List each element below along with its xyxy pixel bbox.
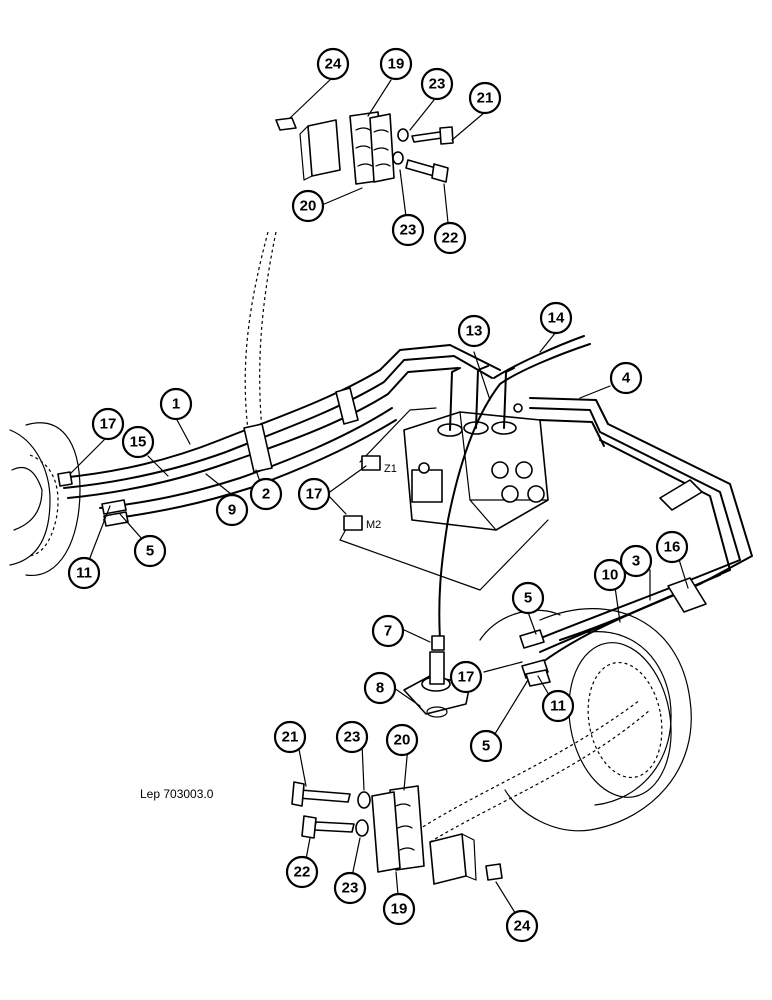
callout-number: 11 <box>76 565 92 582</box>
callout-number: 17 <box>458 669 475 686</box>
left-wheel-outline <box>9 422 81 576</box>
callout-7: 7 <box>371 614 405 648</box>
callout-number: 15 <box>130 434 147 451</box>
callout-22: 22 <box>285 855 319 889</box>
callout-24: 24 <box>316 47 350 81</box>
port-label-z1: Z1 <box>384 463 397 475</box>
callout-number: 21 <box>477 90 494 107</box>
callout-number: 7 <box>384 623 392 640</box>
bolt-22-top <box>405 159 437 177</box>
callout-number: 24 <box>325 56 342 73</box>
callout-number: 20 <box>394 732 411 749</box>
callout-17: 17 <box>449 660 483 694</box>
callout-20: 20 <box>291 189 325 223</box>
clip-part-24-top <box>275 117 297 131</box>
callout-number: 22 <box>442 230 459 247</box>
washer-23-lower <box>392 151 404 165</box>
callout-number: 17 <box>306 486 323 503</box>
washer-23-bottom-upper <box>357 791 371 809</box>
drawing-reference: Lep 703003.0 <box>140 787 214 801</box>
callout-number: 17 <box>100 416 117 433</box>
callout-19: 19 <box>379 47 413 81</box>
callout-16: 16 <box>655 530 689 564</box>
leader-lines <box>69 76 689 925</box>
leader-dash-top <box>244 231 269 431</box>
callout-number: 19 <box>391 901 408 918</box>
pipe-clamp-mid <box>335 387 359 425</box>
callout-14: 14 <box>539 301 573 335</box>
callout-3: 3 <box>619 544 653 578</box>
callout-number: 5 <box>524 590 532 607</box>
callout-5: 5 <box>511 581 545 615</box>
callout-21: 21 <box>273 720 307 754</box>
callout-1: 1 <box>159 387 193 421</box>
callout-23: 23 <box>420 67 454 101</box>
callout-23: 23 <box>333 871 367 905</box>
clip-part-24-bottom <box>485 863 503 881</box>
callout-5: 5 <box>469 729 503 763</box>
callout-number: 3 <box>632 553 640 570</box>
port-label-m2: M2 <box>366 519 381 531</box>
clamp-half-19-bottom <box>371 791 401 873</box>
pipe-clamp-2 <box>243 423 273 473</box>
callout-number: 5 <box>146 543 154 560</box>
callout-number: 21 <box>282 729 299 746</box>
callout-number: 9 <box>228 502 236 519</box>
callout-23: 23 <box>391 213 425 247</box>
bolt-22-bottom <box>313 821 355 833</box>
callout-13: 13 <box>457 314 491 348</box>
callout-15: 15 <box>121 425 155 459</box>
callout-number: 23 <box>400 222 417 239</box>
washer-23-bottom-lower <box>355 819 369 837</box>
callout-9: 9 <box>215 493 249 527</box>
callout-number: 11 <box>550 698 566 715</box>
callout-19: 19 <box>382 892 416 926</box>
callout-number: 24 <box>514 918 531 935</box>
callout-number: 2 <box>262 486 270 503</box>
callout-number: 16 <box>664 539 681 556</box>
callout-number: 14 <box>548 310 565 327</box>
callout-number: 20 <box>300 198 317 215</box>
callout-17: 17 <box>297 477 331 511</box>
callout-10: 10 <box>593 558 627 592</box>
callout-number: 23 <box>344 729 361 746</box>
callout-number: 22 <box>294 864 311 881</box>
callout-23: 23 <box>335 720 369 754</box>
callout-number: 4 <box>622 370 631 387</box>
callout-11: 11 <box>541 689 575 723</box>
top-clamp-assembly <box>275 111 454 185</box>
callout-number: 10 <box>602 567 619 584</box>
mounting-bracket-bottom <box>429 833 467 885</box>
bolt-21-bottom <box>297 789 351 803</box>
mounting-bracket-top <box>307 119 341 177</box>
callout-number: 13 <box>466 323 483 340</box>
callout-number: 1 <box>172 396 180 413</box>
callout-17: 17 <box>91 407 125 441</box>
bottom-clamp-assembly <box>291 781 503 885</box>
callout-number: 19 <box>388 56 405 73</box>
callout-11: 11 <box>67 556 101 590</box>
control-valve-block <box>403 365 549 531</box>
callout-number: 23 <box>429 76 446 93</box>
callout-number: 8 <box>376 680 384 697</box>
callout-number: 23 <box>342 880 359 897</box>
right-wheel-outline <box>479 607 692 832</box>
bolt-21-top <box>411 131 443 143</box>
washer-23-upper <box>397 128 409 142</box>
callout-22: 22 <box>433 221 467 255</box>
callout-5: 5 <box>133 534 167 568</box>
hose-14 <box>438 343 591 641</box>
callout-2: 2 <box>249 477 283 511</box>
callout-4: 4 <box>609 361 643 395</box>
callout-number: 5 <box>482 738 490 755</box>
callout-20: 20 <box>385 723 419 757</box>
pipe-clamp-16 <box>667 577 707 613</box>
callout-24: 24 <box>505 909 539 943</box>
callout-8: 8 <box>363 671 397 705</box>
callout-21: 21 <box>468 81 502 115</box>
